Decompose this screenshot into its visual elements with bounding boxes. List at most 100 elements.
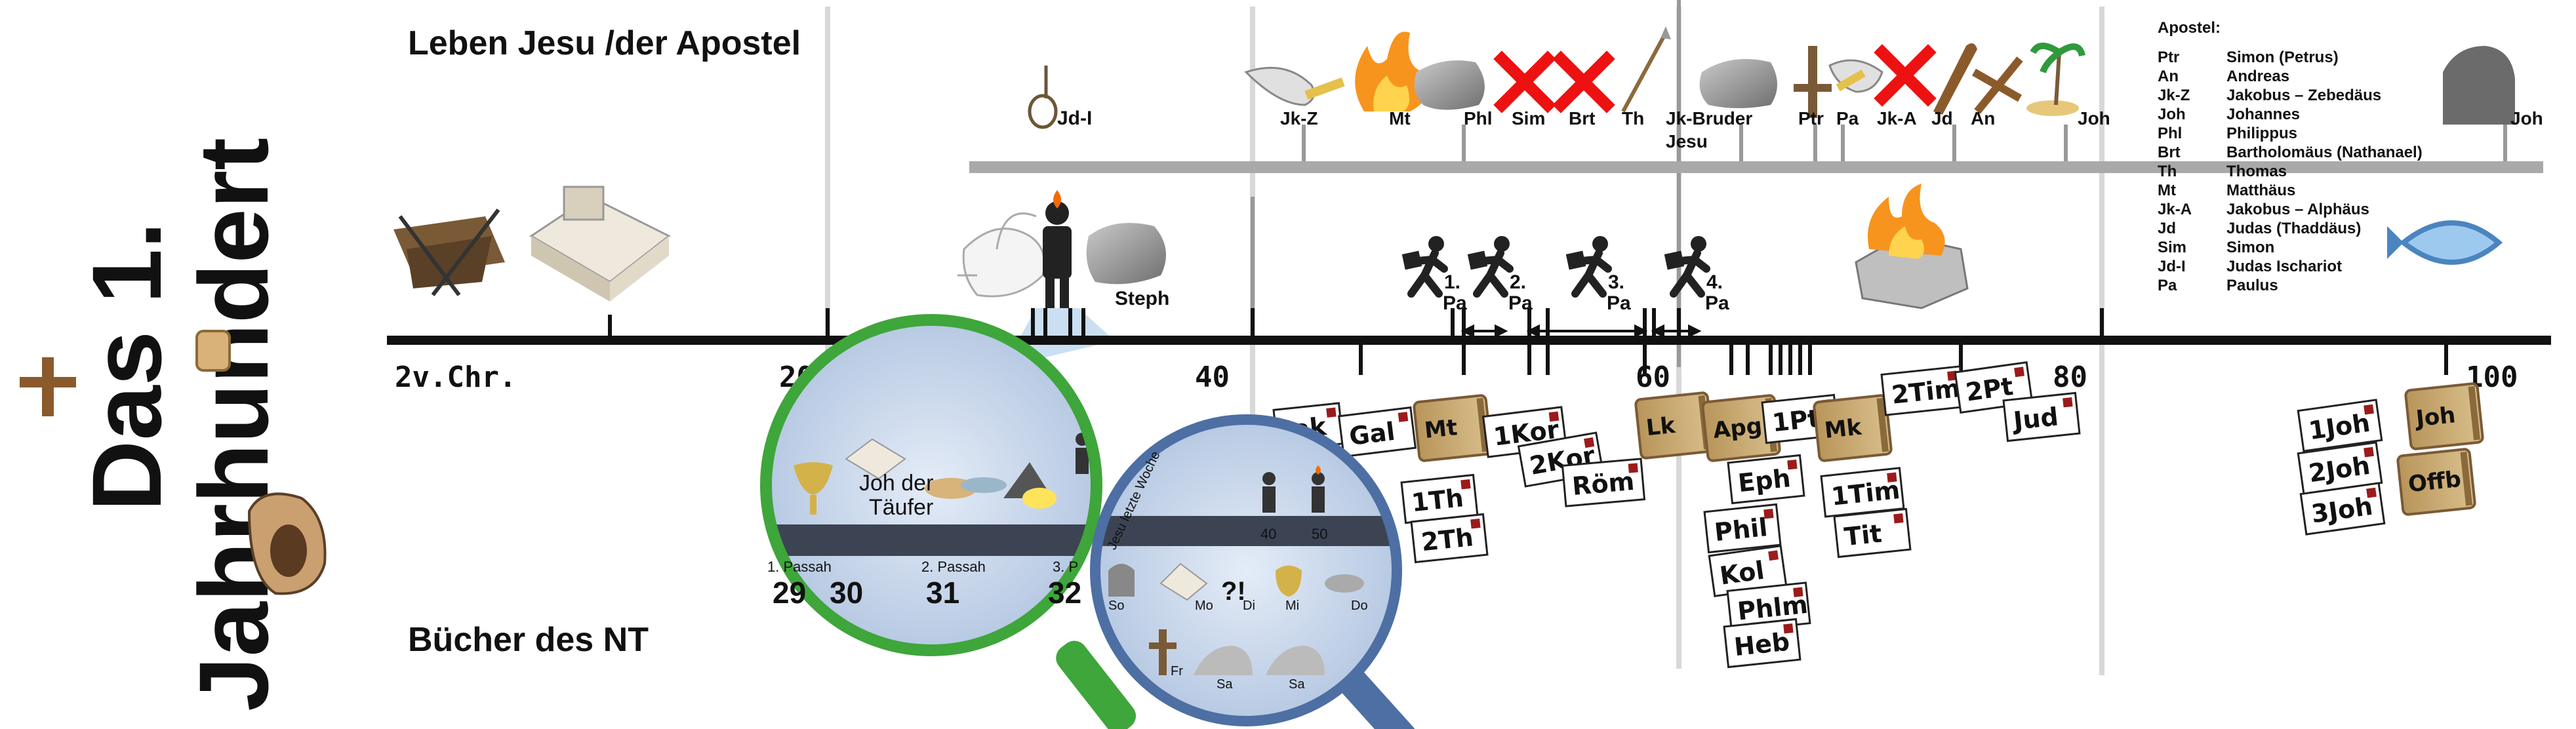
magnifier1-year29: 29 xyxy=(773,576,806,610)
magnifier1-joh-line2: Täufer xyxy=(869,495,933,520)
marker-jk-z: Jk-Z xyxy=(1280,108,1318,128)
section-bottom-label: Bücher des NT xyxy=(408,621,649,659)
book-mk: Mk xyxy=(1813,394,1893,462)
legend-name: Simon xyxy=(2226,239,2274,256)
timeline-axis xyxy=(387,336,2551,345)
book-label-pt1: 1Pt xyxy=(1771,404,1821,437)
legend-abbr: Jk-A xyxy=(2158,201,2192,218)
book-mt: Mt xyxy=(1413,394,1493,462)
legend-abbr: Pa xyxy=(2158,277,2177,294)
magnifier2-mi: Mi xyxy=(1285,599,1299,613)
legend-name: Philippus xyxy=(2226,125,2297,142)
book-phil: Phil xyxy=(1703,503,1782,554)
legend-name: Paulus xyxy=(2226,277,2278,294)
magnifier2-mo: Mo xyxy=(1195,599,1213,613)
x-cross-icon-brt xyxy=(1552,50,1615,113)
legend-name: Jakobus – Alphäus xyxy=(2226,201,2369,218)
marker-jd-i: Jd-I xyxy=(1057,108,1092,129)
manger-icon xyxy=(393,208,505,296)
marker-th: Th xyxy=(1622,108,1644,128)
marker-ptr: Ptr xyxy=(1798,108,1824,128)
book-gal: Gal xyxy=(1337,406,1417,458)
cross-icon xyxy=(20,357,76,416)
magnifier1-passah3: 3. P xyxy=(1053,559,1078,575)
rock-icon-steph xyxy=(1086,223,1166,285)
cross-icon-ptr xyxy=(1794,46,1832,118)
marker-pa: Pa xyxy=(1836,108,1859,128)
book-label-lk: Lk xyxy=(1645,412,1678,442)
magnifier2-marks: ?! xyxy=(1221,577,1246,606)
fire-icon-mt xyxy=(1355,31,1428,111)
journey-number-3: 3. xyxy=(1608,271,1624,293)
legend-name: Judas Ischariot xyxy=(2226,258,2342,275)
book-label-kol: Kol xyxy=(1718,556,1766,591)
marker-phl: Phl xyxy=(1464,108,1493,128)
legend-abbr: Mt xyxy=(2158,182,2176,199)
book-lk: Lk xyxy=(1634,391,1714,460)
legend-name: Judas (Thaddäus) xyxy=(2226,220,2361,237)
marker-jk-bruder-2: Jesu xyxy=(1666,131,1708,151)
book-joh1: 1Joh xyxy=(2297,399,2383,452)
legend-abbr: An xyxy=(2158,68,2179,85)
journey-figure-4: 4.Pa xyxy=(1664,236,1729,314)
legend-abbr: Brt xyxy=(2158,144,2181,161)
book-joh: Joh xyxy=(2404,382,2484,450)
saltire-icon-an xyxy=(1972,56,2023,114)
scroll-icon xyxy=(195,330,231,372)
legend-abbr: Joh xyxy=(2158,106,2186,123)
journey-label-3: Pa xyxy=(1607,292,1631,314)
rock-icon-phl xyxy=(1414,60,1485,110)
magnifier2-di: Di xyxy=(1243,599,1255,613)
book-label-th2: 2Th xyxy=(1420,522,1475,557)
book-label-phil: Phil xyxy=(1713,513,1769,547)
book-roem: Röm xyxy=(1561,458,1646,507)
marker-jd: Jd xyxy=(1931,108,1953,128)
book-eph: Eph xyxy=(1727,454,1805,505)
book-offb: Offb xyxy=(2396,448,2476,516)
magnifier-last-week: Jesu letzte Woche 40 50 So Mo ?! Di Mi D… xyxy=(1090,414,1417,729)
journey-number-2: 2. xyxy=(1510,271,1526,293)
club-icon-jd xyxy=(1933,43,1977,115)
marker-jk-a: Jk-A xyxy=(1877,108,1917,128)
apostle-bar xyxy=(969,161,2543,173)
book-label-roem: Röm xyxy=(1571,467,1635,501)
book-label-mk: Mk xyxy=(1823,414,1864,444)
marker-an: An xyxy=(1971,108,1995,128)
magnifier1-year31: 31 xyxy=(926,576,959,610)
spear-icon-th xyxy=(1621,26,1671,113)
magnifier2-do: Do xyxy=(1351,599,1368,613)
marker-joh-end: Joh xyxy=(2510,108,2543,128)
journey-figure-1: 1.Pa xyxy=(1401,236,1467,314)
x-cross-icon-jk-a xyxy=(1874,44,1937,107)
legend-name: Thomas xyxy=(2226,163,2287,180)
marker-sim: Sim xyxy=(1512,108,1545,128)
magnifier-life-of-jesus: Joh der Täufer 1. Passah 2. Passah 3. P … xyxy=(760,314,1137,729)
legend-abbr: Jd xyxy=(2158,220,2176,237)
journey-figure-2: 2.Pa xyxy=(1467,236,1533,314)
book-tim2: 2Tim xyxy=(1880,365,1965,416)
axis-label-60: 60 xyxy=(1636,361,1670,394)
legend-name: Simon (Petrus) xyxy=(2226,49,2339,66)
marker-brt: Brt xyxy=(1569,108,1595,128)
book-th1: 1Th xyxy=(1400,473,1479,524)
book-jud: Jud xyxy=(2002,391,2081,443)
book-label-joh: Joh xyxy=(2413,402,2457,432)
legend-abbr: Sim xyxy=(2158,239,2186,256)
axis-ticks xyxy=(608,308,2448,375)
book-label-gal: Gal xyxy=(1348,417,1397,451)
marker-jk-bruder: Jk-Bruder xyxy=(1666,108,1752,128)
book-label-tit: Tit xyxy=(1843,519,1883,552)
journey-number-1: 1. xyxy=(1444,271,1460,293)
book-label-eph: Eph xyxy=(1737,463,1792,498)
book-tim1: 1Tim xyxy=(1820,467,1905,518)
magnifier2-so: So xyxy=(1108,599,1124,613)
book-label-apg: Apg xyxy=(1712,413,1763,444)
dove-icon xyxy=(957,212,1045,298)
temple-icon xyxy=(529,186,671,302)
book-kol: Kol xyxy=(1708,544,1788,598)
journey-number-4: 4. xyxy=(1706,271,1723,293)
book-label-mt: Mt xyxy=(1423,414,1459,444)
magnifier1-year30: 30 xyxy=(830,576,863,610)
book-apg: Apg xyxy=(1701,394,1781,462)
